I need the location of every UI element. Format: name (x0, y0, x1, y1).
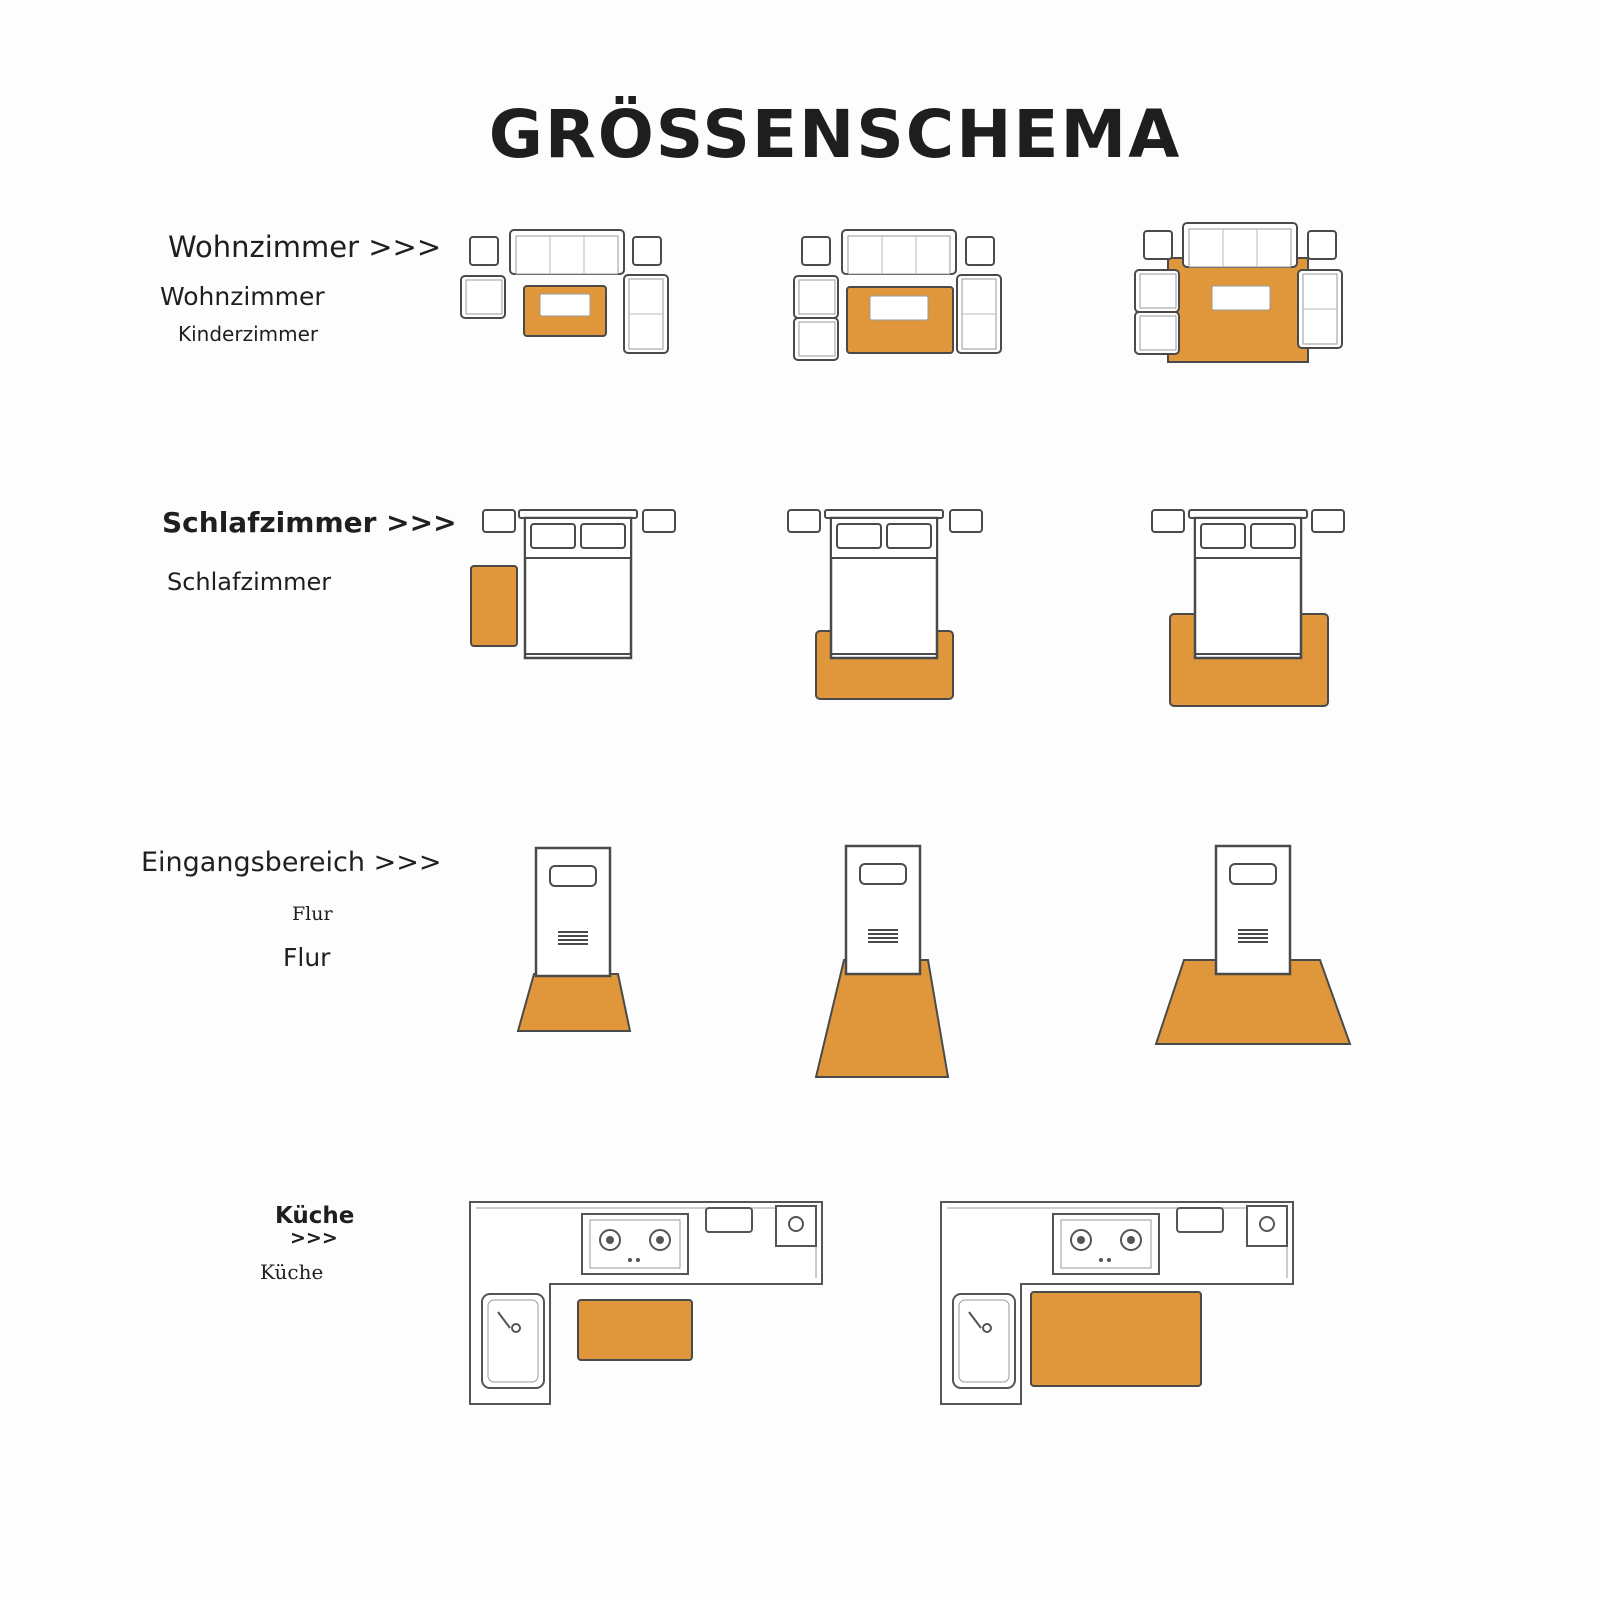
kueche-heading: Küche (275, 1203, 355, 1229)
flur-sub-label: Flur (283, 943, 331, 972)
rug-trapezoid-small (516, 973, 632, 1032)
living-room-medium (793, 229, 1002, 361)
wohnzimmer-heading: Wohnzimmer >>> (168, 230, 442, 264)
rug-kitchen-large (1030, 1291, 1202, 1387)
entrance-large (1154, 844, 1352, 1045)
schlafzimmer-sub-label: Schlafzimmer (167, 568, 332, 596)
kueche-arrows: >>> (290, 1227, 338, 1249)
flur-sub-label-small: Flur (292, 903, 333, 925)
schlafzimmer-heading: Schlafzimmer >>> (162, 506, 457, 539)
kitchen-large (940, 1201, 1294, 1405)
living-room-large (1134, 222, 1343, 363)
rug-bedside (470, 565, 518, 647)
rug-trapezoid-medium (814, 959, 950, 1078)
kueche-sub-label: Küche (260, 1260, 324, 1284)
kinderzimmer-sub-label: Kinderzimmer (178, 322, 319, 346)
bedroom-large (1151, 508, 1345, 707)
page-title: GRÖSSENSCHEMA (488, 96, 1182, 173)
kitchen-small (469, 1201, 823, 1405)
wohnzimmer-sub-label: Wohnzimmer (160, 282, 325, 311)
living-room-small (460, 229, 669, 354)
rug-kitchen-small (577, 1299, 693, 1361)
bedroom-small (470, 508, 676, 660)
eingang-heading: Eingangsbereich >>> (141, 847, 442, 878)
bedroom-medium (787, 508, 983, 700)
entrance-small (516, 846, 632, 1032)
entrance-medium (814, 844, 950, 1078)
